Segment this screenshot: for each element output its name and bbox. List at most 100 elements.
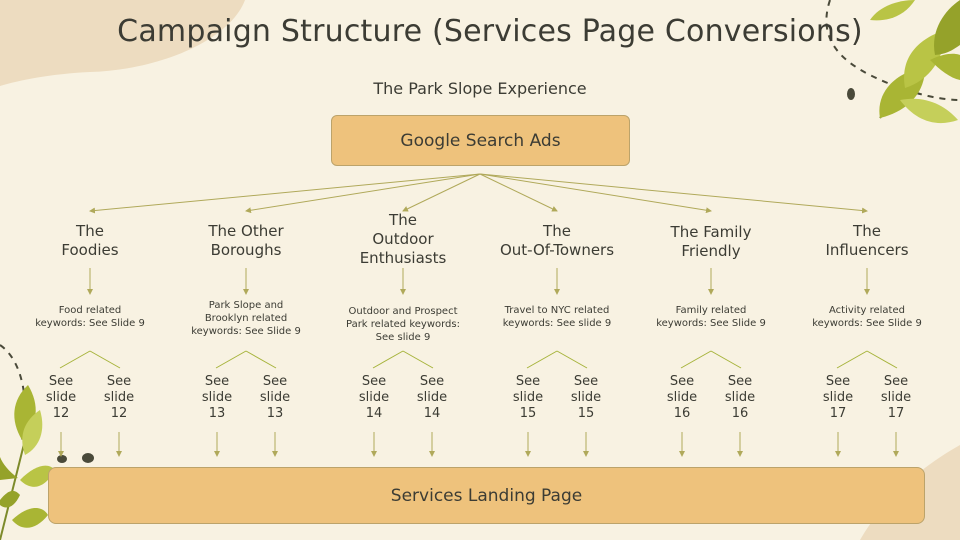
slide-word: slide [416,390,448,405]
fan-arrow [479,173,712,214]
slide-word: slide [358,390,390,405]
see-word: See [515,374,541,389]
audience-title-line: Friendly [681,242,741,260]
fork-line-right [245,350,277,369]
corner-blob-top-left [0,0,245,86]
audience-title-line: Influencers [825,241,909,259]
leaves-bottom-left [0,385,55,540]
audience-title-line: Outdoor [372,230,434,248]
slide-number: 16 [673,406,691,421]
keywords-line: keywords: See slide 9 [502,318,612,329]
fork-line-left [372,350,404,369]
keywords-line: Park related keywords: [345,319,460,330]
keywords-line: Outdoor and Prospect [348,306,458,317]
fan-arrow [402,173,481,212]
seed-dot [57,455,67,463]
see-word: See [727,374,753,389]
keywords-line: Park Slope and [208,300,284,311]
audience-title-line: The [543,222,571,240]
keywords-line: keywords: See Slide 9 [35,318,145,329]
fork-line-right [710,350,742,369]
see-word: See [573,374,599,389]
fan-arrow [89,173,481,214]
slide-word: slide [45,390,77,405]
slide-number: 14 [365,406,383,421]
slide-word: slide [201,390,233,405]
fork-line-right [866,350,898,369]
keywords-line: Activity related [829,305,905,316]
slide-number: 12 [52,406,70,421]
audience-title-line: Out-Of-Towners [499,241,615,259]
seed-dot [82,453,94,463]
audience-title-line: The [76,222,104,240]
keywords-line: keywords: See Slide 9 [656,318,766,329]
slide-number: 14 [423,406,441,421]
fork-line-left [836,350,868,369]
fan-arrow [245,173,481,214]
fan-arrow [479,173,868,214]
audience-title-line: Foodies [61,241,119,259]
slide-word: slide [666,390,698,405]
seed-dot [847,88,855,100]
see-word: See [825,374,851,389]
see-word: See [361,374,387,389]
see-word: See [106,374,132,389]
keywords-line: keywords: See Slide 9 [191,326,301,337]
see-word: See [419,374,445,389]
audience-keywords: Activity related keywords: See Slide 9 [792,304,942,330]
slide-number: 13 [266,406,284,421]
see-word: See [204,374,230,389]
audience-title-line: Enthusiasts [359,249,447,267]
slide-number: 17 [829,406,847,421]
keywords-line: Brooklyn related [204,313,288,324]
slide-number: 13 [208,406,226,421]
page-title: Campaign Structure (Services Page Conver… [117,14,863,49]
google-search-ads-box: Google Search Ads [331,115,630,166]
audience-title-line: The Family [670,223,752,241]
audience-title-line: The [389,211,417,229]
slide-word: slide [724,390,756,405]
dashed-curve-top-right [825,0,960,101]
fan-arrow [479,173,558,212]
slide-word: slide [822,390,854,405]
see-word: See [262,374,288,389]
fork-line-left [680,350,712,369]
keywords-line: keywords: See Slide 9 [812,318,922,329]
audience-keywords: Food related keywords: See Slide 9 [15,304,165,330]
audience-title-line: The Other [208,222,284,240]
slide-number: 15 [577,406,595,421]
audience-title-line: Boroughs [210,241,282,259]
keywords-line: Food related [58,305,122,316]
slide-word: slide [259,390,291,405]
fork-line-right [89,350,121,369]
fork-line-right [402,350,434,369]
see-word: See [883,374,909,389]
audience-title-line: The [853,222,881,240]
services-landing-page-box: Services Landing Page [48,467,925,524]
slide-word: slide [103,390,135,405]
slide-word: slide [880,390,912,405]
slide-word: slide [570,390,602,405]
slide-number: 16 [731,406,749,421]
fork-line-right [556,350,588,369]
see-word: See [669,374,695,389]
page-subtitle: The Park Slope Experience [373,79,587,98]
